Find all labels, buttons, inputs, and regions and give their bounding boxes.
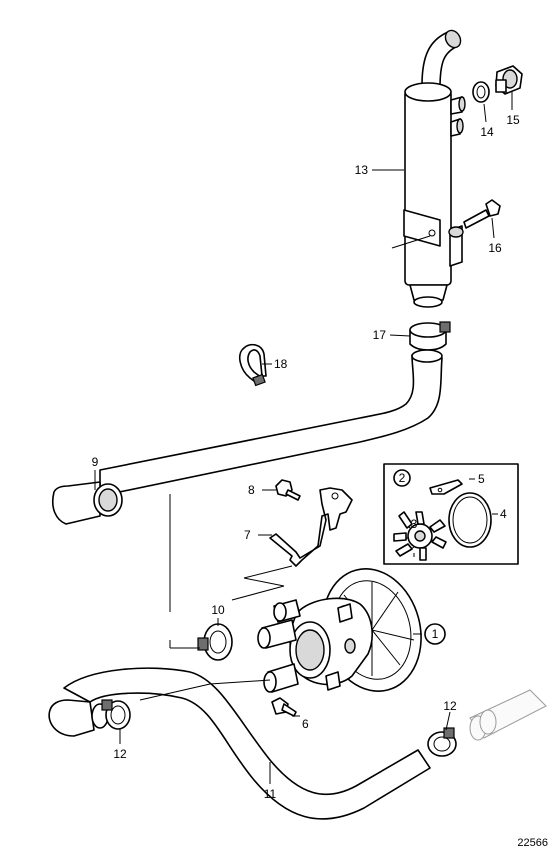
label-12-right: 12 [443,699,457,713]
hose-clamp-10 [197,623,233,661]
drain-plug [495,65,523,95]
label-18: 18 [274,357,288,371]
hose-clamp-12-left [101,699,131,730]
screw-6 [271,697,297,717]
hose-9 [51,349,443,525]
callout-circle-1 [424,623,446,645]
label-13: 13 [355,163,369,177]
mounting-screw [463,199,501,229]
label-1: 1 [432,627,439,641]
label-7: 7 [244,528,251,542]
hose-11 [48,667,431,820]
label-2: 2 [399,471,406,485]
seawater-pump [257,568,422,693]
hose-clamp-12-right [427,727,457,757]
label-6: 6 [302,717,309,731]
label-12-left: 12 [113,747,127,761]
o-ring [448,492,492,548]
label-10: 10 [211,603,225,617]
impeller [393,511,447,561]
label-16: 16 [488,241,502,255]
label-9: 9 [92,455,99,469]
label-15: 15 [506,113,520,127]
label-4: 4 [500,507,507,521]
pump-bracket [269,487,353,567]
hose-clamp-17 [409,321,451,351]
label-8: 8 [248,483,255,497]
heat-exchanger [403,29,466,308]
sealing-washer [472,81,490,103]
label-17: 17 [373,328,387,342]
label-3: 3 [411,517,418,531]
hose-clip-18 [238,343,267,387]
label-11: 11 [264,787,277,801]
label-14: 14 [480,125,494,139]
leader-lines [94,92,513,784]
label-5: 5 [478,472,485,486]
bolt-8 [275,479,301,501]
figure-reference-number: 22566 [517,837,548,849]
connection-pipe [469,689,547,741]
